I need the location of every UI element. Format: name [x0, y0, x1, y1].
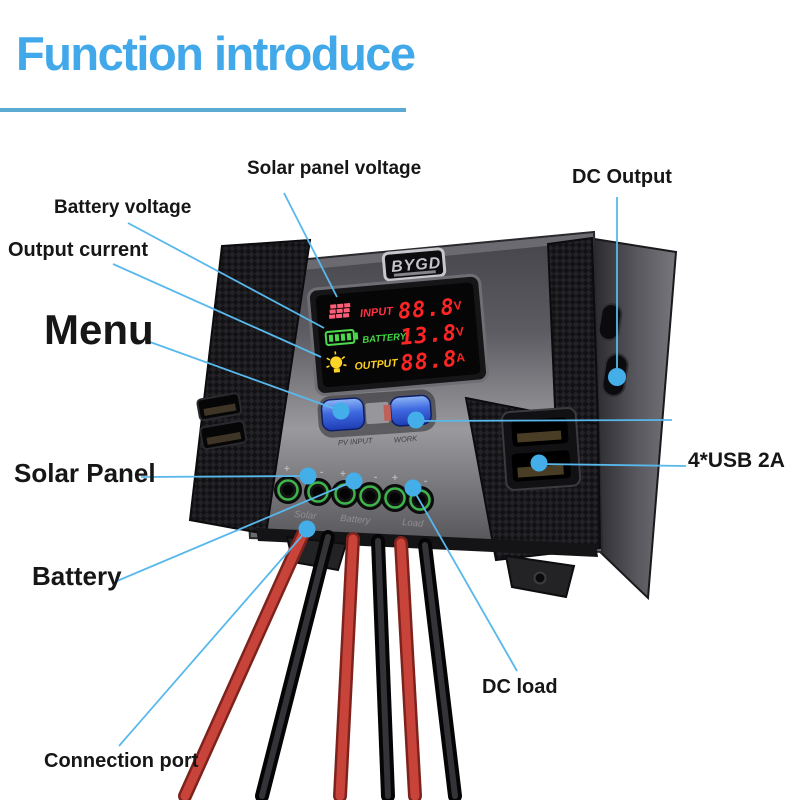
label-battery: Battery	[32, 561, 122, 591]
lcd-display: INPUT 88.8 V BATTERY 13.8 V	[306, 273, 490, 396]
terminal-caption-battery: Battery	[340, 513, 372, 527]
wire-red-core	[396, 538, 420, 800]
mode-button-caption: WORK	[394, 434, 419, 445]
screw-hole	[533, 571, 547, 585]
usb-ports-left	[196, 392, 248, 450]
usb-tongue	[206, 432, 242, 445]
leader-line-mode-button	[415, 419, 673, 422]
display-row-battery: BATTERY 13.8 V	[324, 321, 465, 351]
solar-panel-icon	[328, 302, 351, 319]
wire-black-core	[422, 542, 458, 799]
terminal-caption-solar: Solar	[294, 509, 318, 522]
title-underline	[0, 108, 406, 112]
label-battery-voltage: Battery voltage	[54, 197, 192, 218]
dc-output-port	[597, 303, 623, 341]
leader-line-usb	[538, 463, 687, 467]
label-usb: 4*USB 2A	[688, 449, 785, 472]
terminal-marker: -	[374, 472, 377, 483]
display-input-label: INPUT	[360, 305, 395, 320]
leader-line-solar-panel-voltage	[283, 192, 338, 298]
terminal-marker: -	[424, 476, 427, 487]
terminal-marker: +	[340, 469, 346, 480]
leader-line-battery	[116, 480, 355, 582]
callout-dot-menu-button	[332, 402, 350, 420]
leader-line-menu	[149, 341, 342, 412]
label-solar-panel-voltage: Solar panel voltage	[247, 158, 422, 179]
right-upper-textured-panel	[546, 236, 600, 432]
label-dc-load: DC load	[482, 676, 558, 698]
terminal-captions: Solar Battery Load	[294, 509, 425, 530]
display-battery-value: 13.8	[399, 321, 458, 351]
callout-dot-solar-terminal	[299, 467, 317, 485]
menu-button-caption: PV INPUT	[338, 436, 375, 447]
display-battery-label: BATTERY	[362, 331, 408, 346]
callout-dot-mode-button	[407, 411, 425, 429]
display-output-unit: A	[456, 350, 466, 365]
label-output-current: Output current	[8, 239, 148, 261]
leader-line-output-current	[112, 263, 322, 358]
callout-dot-load-terminal	[404, 479, 422, 497]
brand-text: BYGD	[390, 255, 442, 276]
button-divider-accent	[383, 404, 392, 422]
page-title: Function introduce	[16, 27, 416, 80]
callout-dot-battery-terminal	[345, 472, 363, 490]
label-dc-output: DC Output	[572, 166, 672, 188]
wire-red-core	[180, 529, 308, 800]
terminal-caption-load: Load	[402, 517, 425, 530]
wires	[178, 527, 462, 800]
usb-ports-right	[500, 406, 582, 491]
terminal-solar-plus	[274, 476, 302, 504]
leader-line-dc-load	[412, 488, 518, 672]
wire-red-core	[335, 534, 358, 800]
terminal-marker: -	[320, 467, 323, 478]
battery-icon	[324, 328, 359, 347]
leader-line-solar-panel	[140, 475, 309, 478]
controller-device: BYGD INPUT 88.8 V	[188, 230, 678, 601]
display-screen	[315, 282, 481, 388]
leader-line-battery-voltage	[127, 222, 325, 329]
callout-dots	[298, 368, 626, 538]
display-input-unit: V	[453, 298, 462, 313]
leader-line-connection-port	[118, 529, 308, 747]
display-output-value: 88.8	[399, 347, 458, 377]
callout-dot-usb	[530, 454, 548, 472]
terminal-marker: +	[284, 464, 290, 475]
terminal-load-plus	[381, 484, 409, 512]
terminal-battery-minus	[356, 482, 384, 510]
button-divider	[365, 401, 390, 425]
usb-tongue	[203, 403, 237, 416]
label-menu: Menu	[44, 306, 154, 353]
callout-dot-dc-output	[608, 368, 626, 386]
button-panel: PV INPUT WORK	[317, 389, 437, 447]
brand-badge: BYGD	[381, 247, 447, 282]
callout-dot-connection-port	[298, 520, 316, 538]
display-row-output: OUTPUT 88.8 A	[326, 347, 466, 377]
display-battery-unit: V	[455, 324, 464, 339]
leader-lines	[112, 192, 687, 747]
terminal-markers: + - + - + -	[284, 464, 427, 487]
usb-tongue	[516, 430, 562, 443]
label-solar-panel: Solar Panel	[14, 458, 156, 488]
wire-black-core	[375, 538, 391, 799]
display-input-value: 88.8	[397, 295, 456, 325]
terminal-marker: +	[392, 473, 398, 484]
label-connection-port: Connection port	[44, 750, 199, 772]
load-bulb-icon	[326, 351, 347, 373]
display-output-label: OUTPUT	[354, 357, 400, 373]
wire-black-core	[259, 534, 331, 799]
brand-subtext-bar	[393, 270, 436, 277]
display-row-input: INPUT 88.8 V	[328, 295, 462, 325]
